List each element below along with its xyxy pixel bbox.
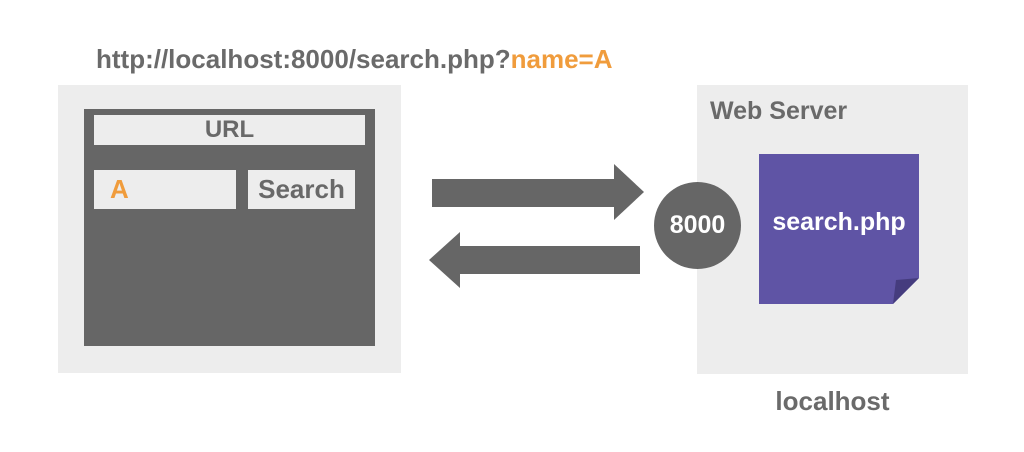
arrow-right-head-icon [614,164,644,220]
port-badge: 8000 [654,182,741,269]
search-input[interactable]: A [94,170,236,209]
host-label: localhost [775,386,890,416]
document-folded-corner-icon [759,154,919,304]
browser-window [84,109,375,346]
server-panel-title: Web Server [710,97,848,125]
arrow-left-head-icon [429,232,460,288]
request-url-text: http://localhost:8000/search.php?name=A [96,44,613,75]
request-url-query-highlight: name=A [510,44,613,74]
url-bar: URL [94,115,365,145]
arrow-left-icon [460,246,640,274]
search-button[interactable]: Search [248,170,355,209]
php-file: search.php [759,154,919,304]
arrow-right-icon [432,179,614,207]
php-file-name: search.php [772,207,906,236]
request-url-prefix: http://localhost:8000/search.php? [96,44,511,74]
